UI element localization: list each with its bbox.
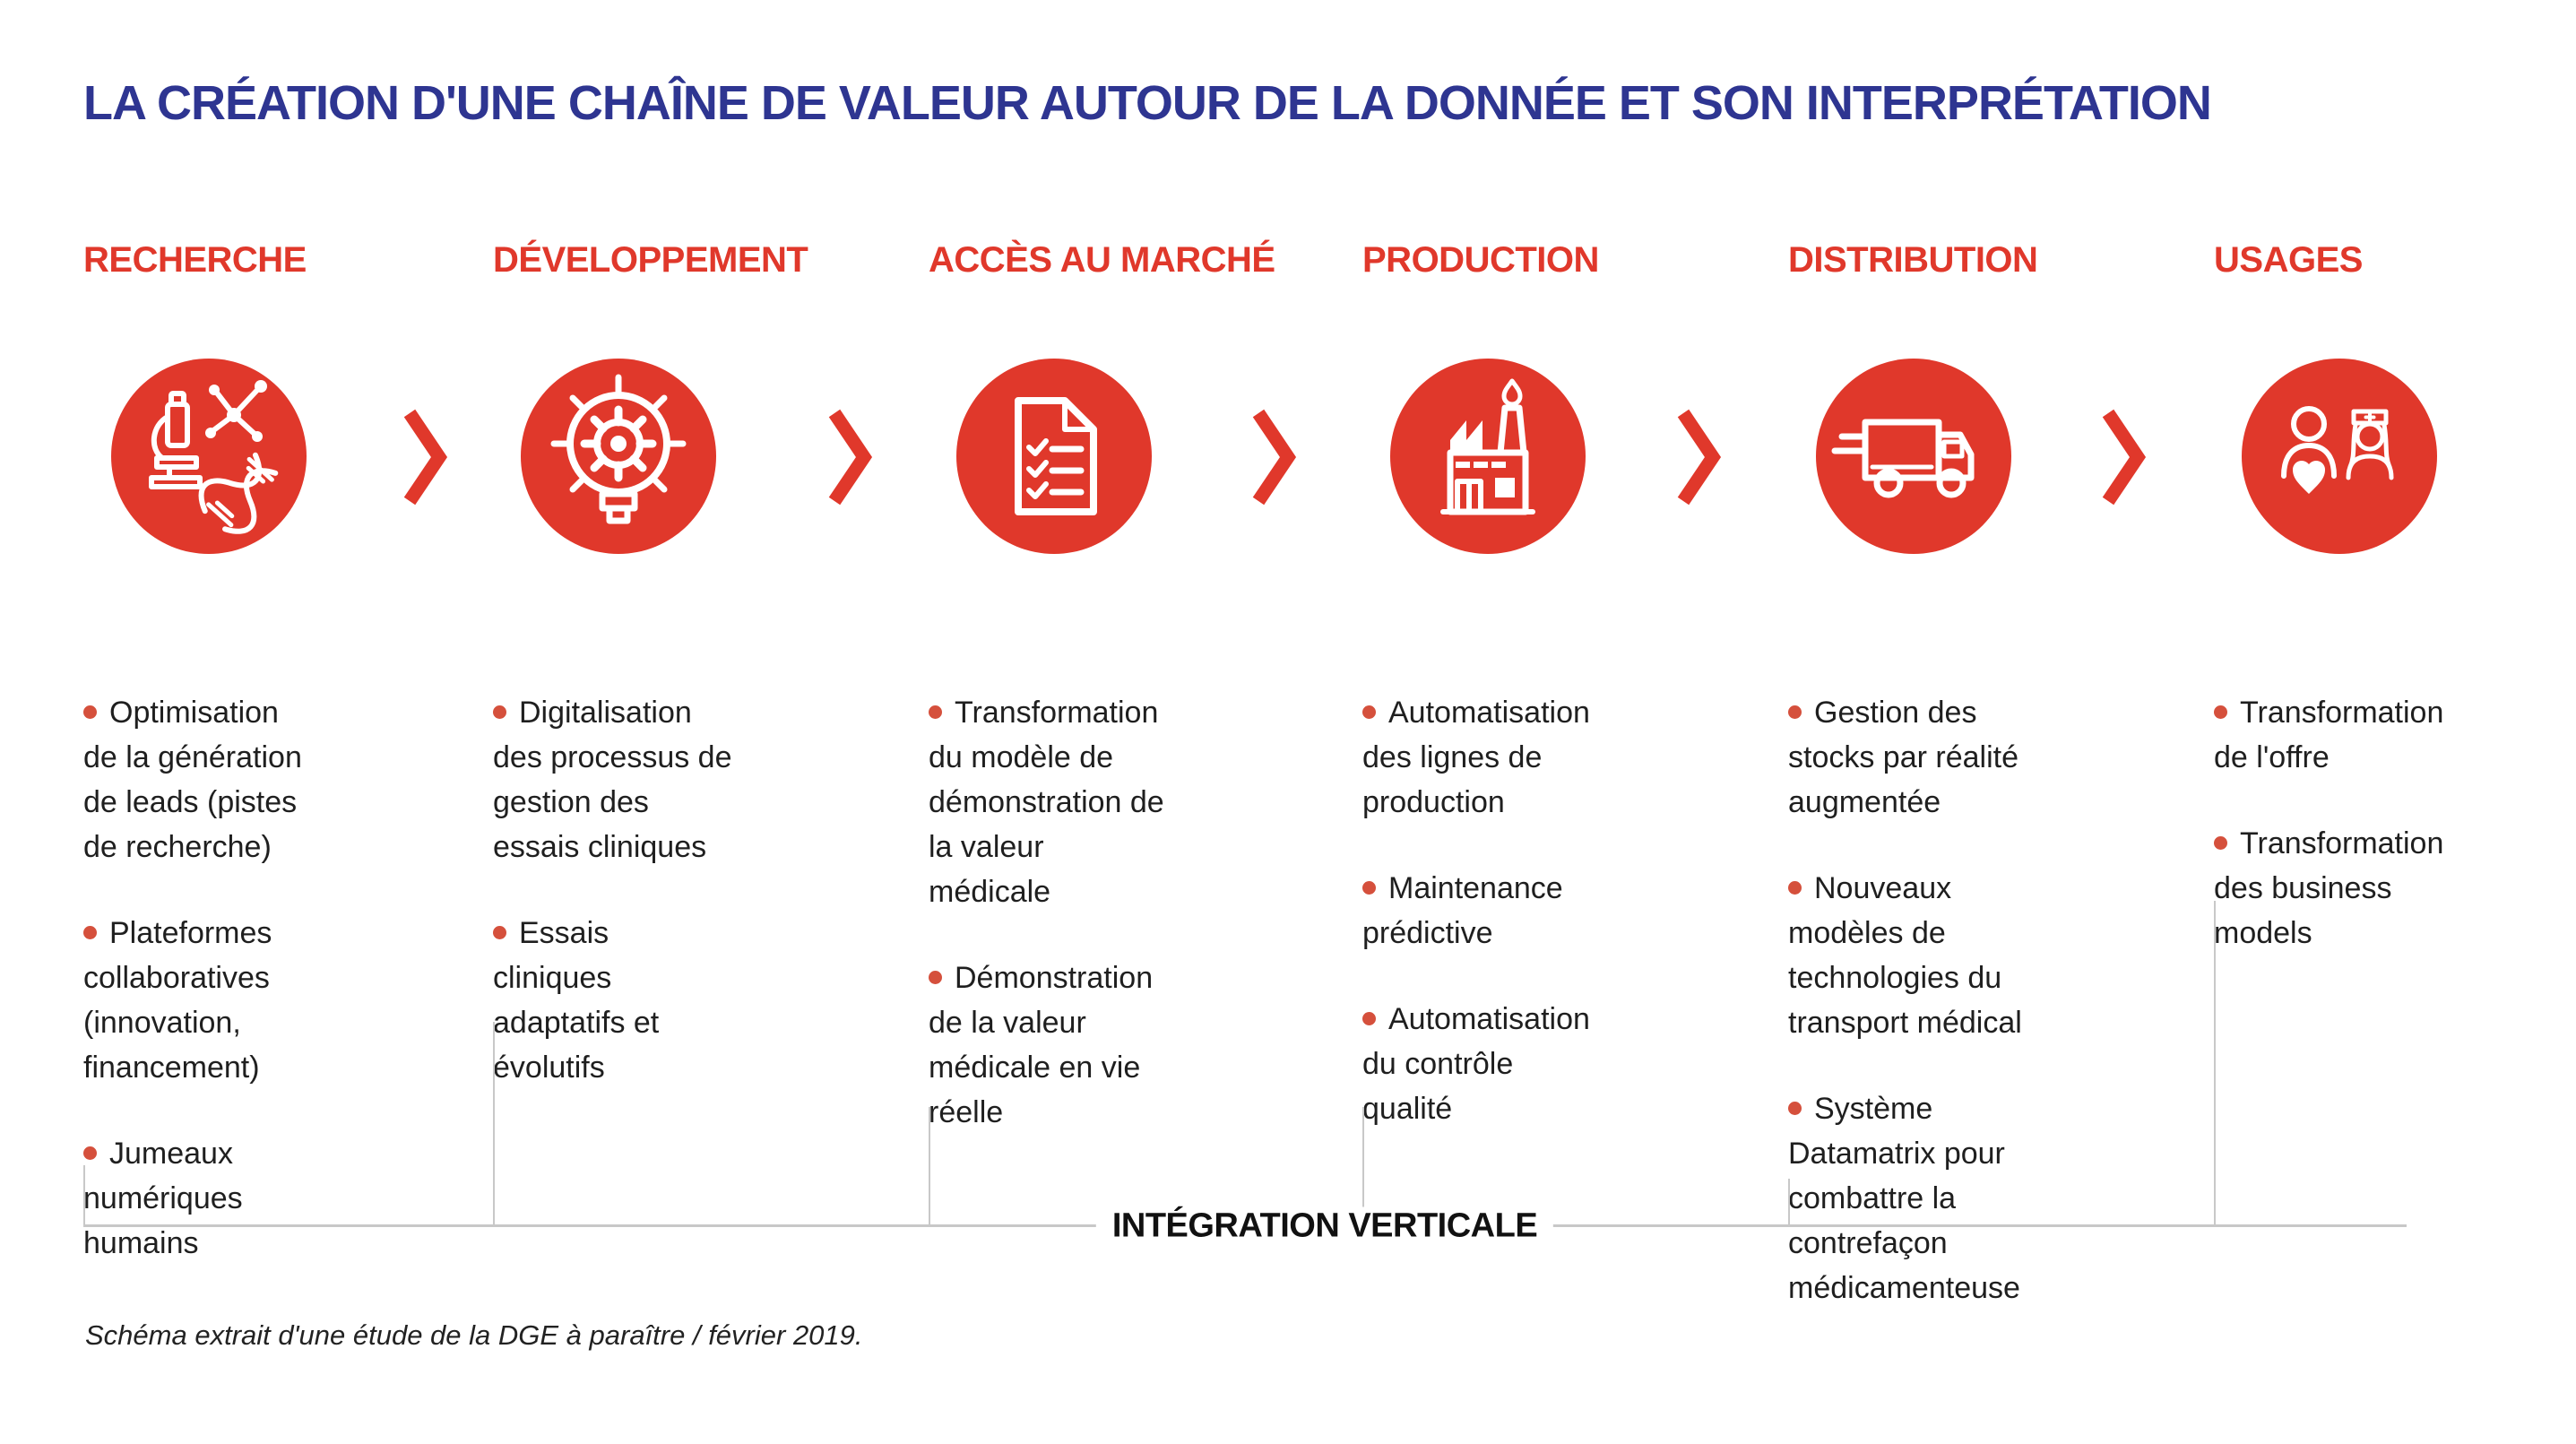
bullet-text: Optimisation de la génération de leads (… (83, 696, 302, 864)
bullet-dot-icon (2214, 705, 2227, 719)
bullet-dot-icon (2214, 836, 2227, 850)
microscope-dna-molecule-icon (111, 359, 307, 554)
column-connector-line (2214, 901, 2216, 1226)
bullet-dot-icon (1362, 881, 1376, 895)
bullet-item: Système Datamatrix pour combattre la con… (1788, 1086, 2048, 1310)
bullet-item: Démonstration de la valeur médicale en v… (929, 955, 1171, 1135)
column-developpement: DÉVELOPPEMENT Digitalisation des process… (493, 240, 869, 1085)
chevron-right-icon (402, 405, 448, 509)
column-connector-line (1362, 1107, 1364, 1226)
bullet-item: Optimisation de la génération de leads (… (83, 690, 321, 869)
vertical-integration-label: INTÉGRATION VERTICALE (1095, 1206, 1554, 1246)
bullet-text: Automatisation du contrôle qualité (1362, 1002, 1590, 1126)
column-connector-line (493, 1022, 495, 1226)
patient-nurse-icon (2242, 359, 2437, 554)
bullet-item: Maintenance prédictive (1362, 866, 1604, 955)
bullet-dot-icon (493, 705, 506, 719)
bullet-text: Digitalisation des processus de gestion … (493, 696, 732, 864)
source-caption: Schéma extrait d'une étude de la DGE à p… (85, 1319, 863, 1351)
bullet-list: Transformation du modèle de démonstratio… (929, 690, 1171, 1176)
column-title: DISTRIBUTION (1788, 240, 2038, 280)
column-recherche: RECHERCHE Opt (83, 240, 460, 1260)
bullet-dot-icon (493, 926, 506, 939)
column-connector-line (83, 1165, 85, 1226)
column-title: ACCÈS AU MARCHÉ (929, 240, 1275, 280)
delivery-truck-icon (1816, 359, 2011, 554)
bullet-text: Démonstration de la valeur médicale en v… (929, 961, 1154, 1129)
bullet-item: Plateformes collaboratives (innovation, … (83, 911, 321, 1090)
bullet-item: Essais cliniques adaptatifs et évolutifs (493, 911, 735, 1090)
column-title: PRODUCTION (1362, 240, 1599, 280)
bullet-item: Automatisation du contrôle qualité (1362, 997, 1604, 1131)
column-title: USAGES (2214, 240, 2363, 280)
bullet-list: Optimisation de la génération de leads (… (83, 690, 321, 1307)
bullet-text: Maintenance prédictive (1362, 871, 1563, 950)
bullet-text: Système Datamatrix pour combattre la con… (1788, 1092, 2020, 1305)
bullet-dot-icon (1788, 1102, 1802, 1115)
bullet-dot-icon (1362, 1012, 1376, 1025)
bullet-item: Nouveaux modèles de technologies du tran… (1788, 866, 2048, 1045)
bullet-text: Transformation des business models (2214, 826, 2444, 950)
bullet-item: Jumeaux numériques humains (83, 1131, 321, 1266)
chevron-right-icon (1250, 405, 1297, 509)
bullet-dot-icon (1788, 705, 1802, 719)
bullet-dot-icon (1788, 881, 1802, 895)
bullet-text: Gestion des stocks par réalité augmentée (1788, 696, 2018, 819)
lightbulb-gear-icon (521, 359, 716, 554)
bullet-text: Transformation du modèle de démonstratio… (929, 696, 1164, 909)
column-connector-line (929, 1107, 930, 1226)
column-production: PRODUCTION Automatisation des lignes de … (1362, 240, 1739, 1126)
bullet-dot-icon (83, 705, 97, 719)
bullet-item: Transformation du modèle de démonstratio… (929, 690, 1171, 914)
bullet-list: Gestion des stocks par réalité augmentée… (1788, 690, 2048, 1352)
bullet-dot-icon (83, 926, 97, 939)
bullet-item: Gestion des stocks par réalité augmentée (1788, 690, 2048, 825)
chevron-right-icon (826, 405, 873, 509)
bullet-text: Plateformes collaboratives (innovation, … (83, 916, 272, 1085)
chevron-right-icon (1675, 405, 1722, 509)
bullet-dot-icon (929, 971, 942, 984)
bullet-text: Automatisation des lignes de production (1362, 696, 1590, 819)
column-distribution: DISTRIBUTION Gestion des stocks par réal… (1788, 240, 2165, 1305)
bullet-text: Essais cliniques adaptatifs et évolutifs (493, 916, 660, 1085)
bullet-item: Automatisation des lignes de production (1362, 690, 1604, 825)
bullet-text: Nouveaux modèles de technologies du tran… (1788, 871, 2022, 1040)
bullet-item: Transformation de l'offre (2214, 690, 2456, 780)
column-connector-line (1788, 1179, 1790, 1226)
bullet-item: Digitalisation des processus de gestion … (493, 690, 735, 869)
bullet-text: Jumeaux numériques humains (83, 1137, 243, 1260)
bullet-dot-icon (83, 1146, 97, 1160)
column-title: RECHERCHE (83, 240, 307, 280)
bullet-dot-icon (1362, 705, 1376, 719)
chevron-right-icon (2100, 405, 2147, 509)
page-title: LA CRÉATION D'UNE CHAÎNE DE VALEUR AUTOU… (83, 76, 2212, 130)
bullet-list: Digitalisation des processus de gestion … (493, 690, 735, 1131)
column-title: DÉVELOPPEMENT (493, 240, 808, 280)
bullet-text: Transformation de l'offre (2214, 696, 2444, 774)
bullet-dot-icon (929, 705, 942, 719)
factory-icon (1390, 359, 1586, 554)
checklist-document-icon (956, 359, 1152, 554)
column-acces-au-marche: ACCÈS AU MARCHÉ Transformation du modèle… (929, 240, 1305, 1129)
bullet-item: Transformation des business models (2214, 821, 2456, 955)
